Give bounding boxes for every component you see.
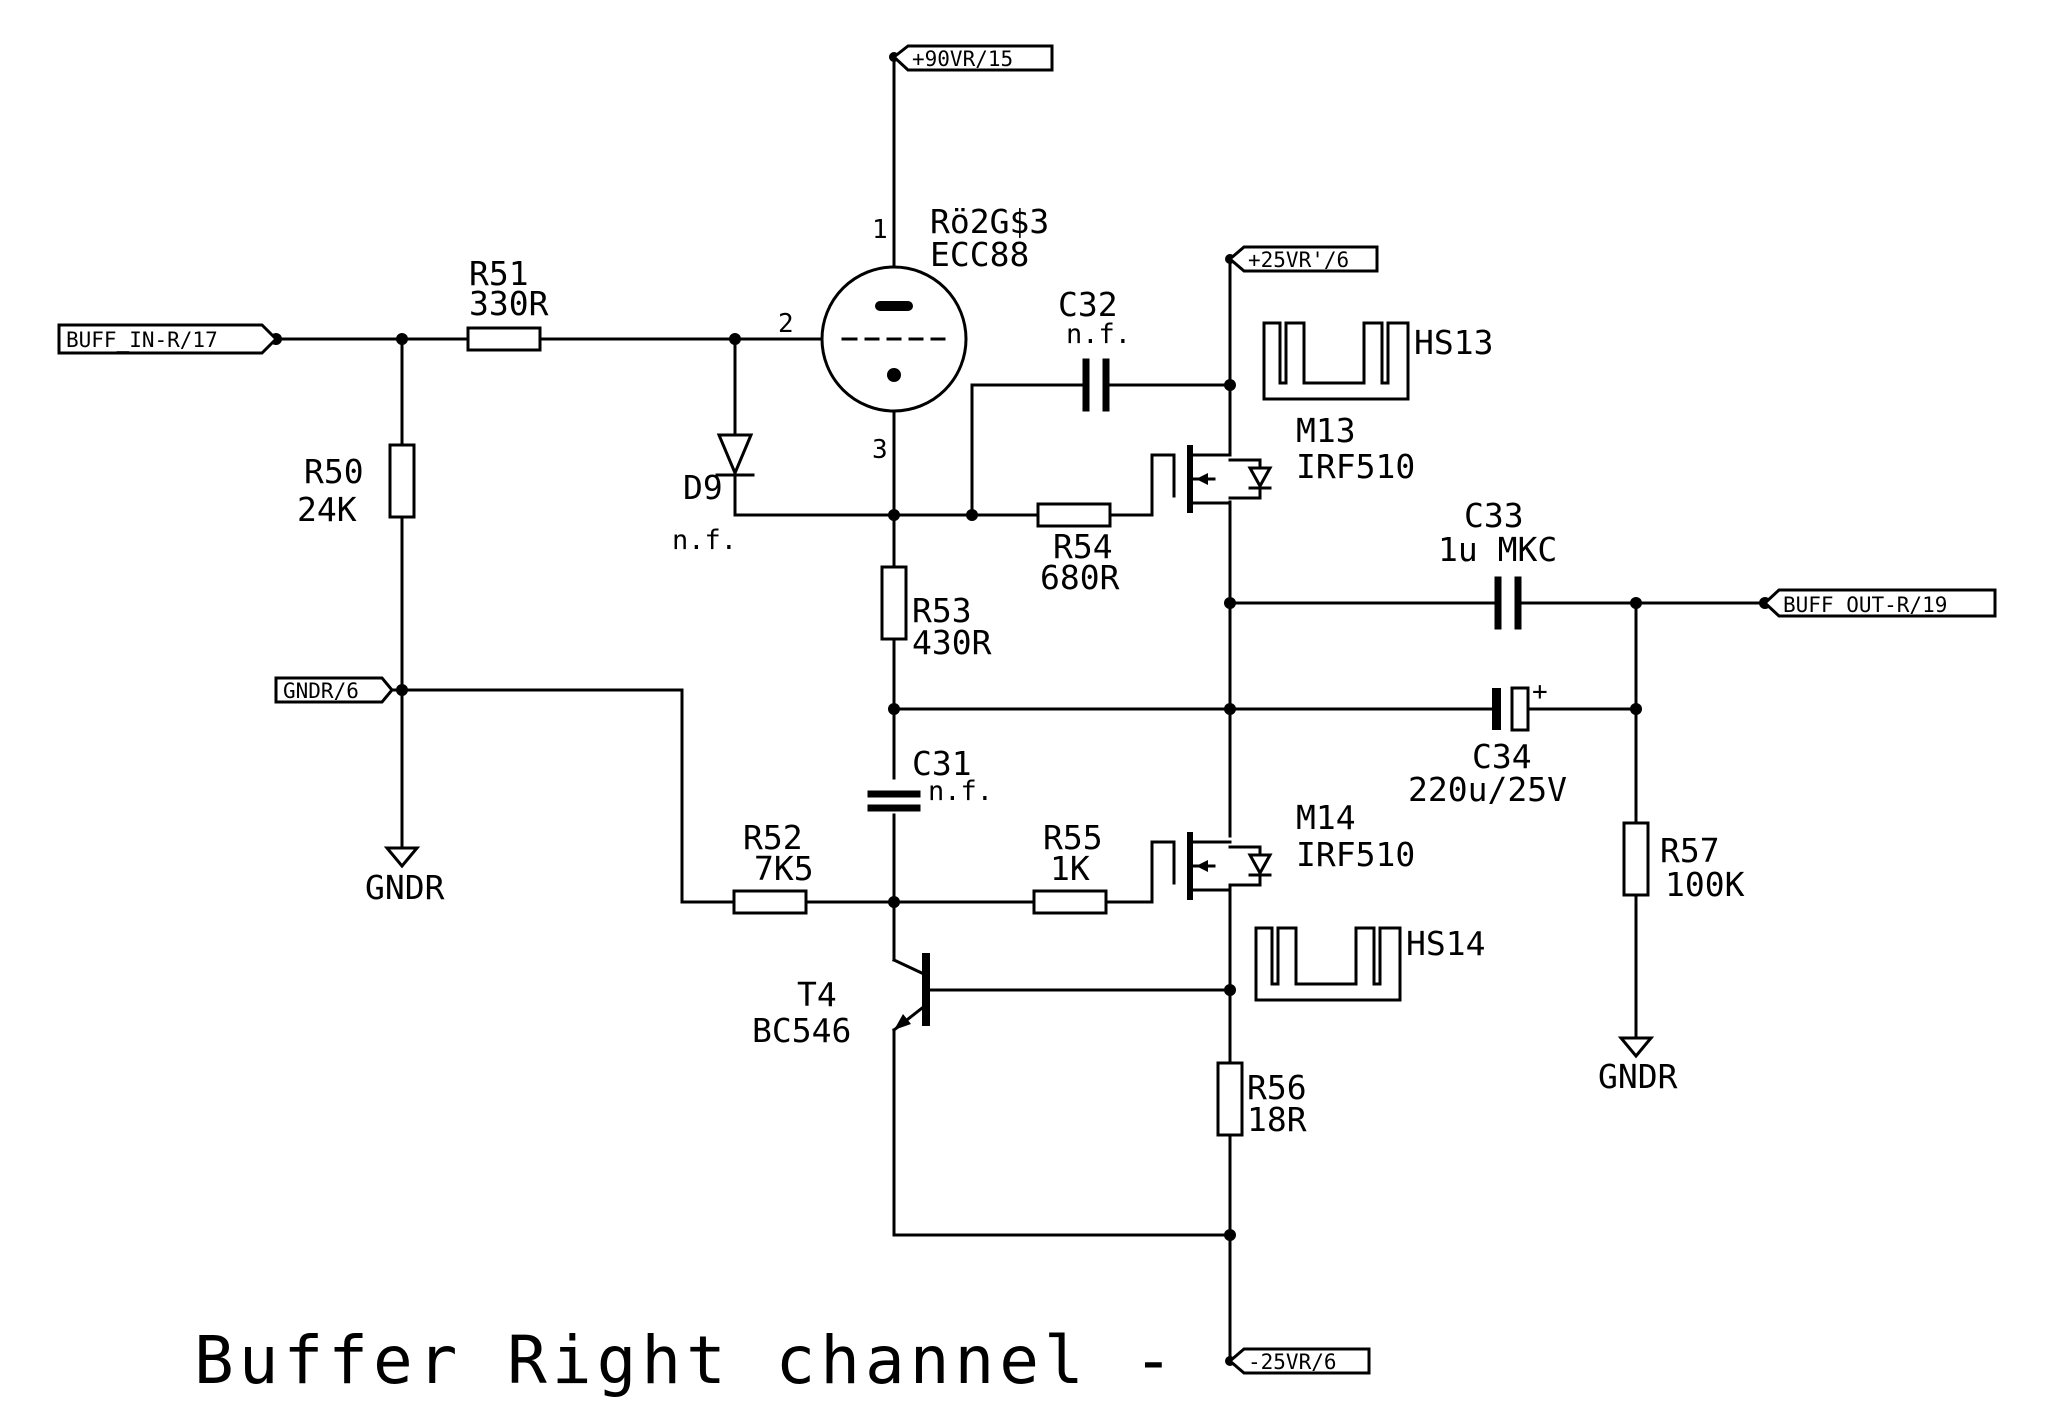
resistor-r57[interactable]: R57 100K bbox=[1622, 821, 1745, 904]
resistor-r52[interactable]: R52 7K5 bbox=[732, 818, 814, 915]
junction-dot bbox=[1224, 597, 1236, 609]
component-ref: M13 bbox=[1296, 411, 1356, 450]
component-ref: HS14 bbox=[1406, 924, 1485, 963]
net-label-buff-out[interactable]: BUFF_OUT-R/19 bbox=[1762, 588, 1997, 618]
resistor-r55[interactable]: R55 1K bbox=[1032, 818, 1108, 915]
component-value: 680R bbox=[1040, 558, 1120, 597]
transistor-t4[interactable]: T4 BC546 bbox=[752, 953, 930, 1050]
component-value: n.f. bbox=[1066, 319, 1131, 350]
junction-dot bbox=[1630, 597, 1642, 609]
component-value: 24K bbox=[297, 490, 357, 529]
component-value: n.f. bbox=[672, 525, 737, 556]
component-ref: R51 bbox=[469, 254, 529, 293]
ground-label: GNDR bbox=[1598, 1057, 1678, 1096]
schematic-title: Buffer Right channel - bbox=[194, 1322, 1178, 1399]
polarity-mark: + bbox=[1532, 677, 1548, 707]
resistor-r56[interactable]: R56 18R bbox=[1216, 1061, 1307, 1139]
junction-dot bbox=[1224, 984, 1236, 996]
component-ref: C33 bbox=[1464, 496, 1524, 535]
capacitor-c32[interactable]: C32 n.f. bbox=[1058, 285, 1131, 412]
ground-symbol: GNDR bbox=[365, 846, 445, 907]
component-ref: R50 bbox=[304, 452, 364, 491]
resistor-r53[interactable]: R53 430R bbox=[880, 565, 992, 662]
resistor-r51[interactable]: R51 330R bbox=[466, 254, 549, 352]
net-label-gndr6[interactable]: GNDR/6 bbox=[274, 676, 394, 704]
net-label-vplus25: +25VR'/6 bbox=[1227, 245, 1379, 273]
component-value: IRF510 bbox=[1296, 835, 1415, 874]
ground-label: GNDR bbox=[365, 868, 445, 907]
net-label-buff-in[interactable]: BUFF_IN-R/17 bbox=[57, 323, 279, 355]
net-label-text: BUFF_OUT-R/19 bbox=[1783, 593, 1947, 617]
component-ref: T4 bbox=[797, 975, 837, 1014]
junction-dot bbox=[1224, 379, 1236, 391]
component-ref: R56 bbox=[1247, 1068, 1307, 1107]
diode-d9[interactable]: D9 n.f. bbox=[672, 433, 755, 556]
component-value: ECC88 bbox=[930, 235, 1029, 274]
pin-number: 3 bbox=[872, 435, 888, 465]
component-ref: R53 bbox=[912, 591, 972, 630]
pin-number: 1 bbox=[872, 215, 888, 245]
resistor-r50[interactable]: R50 24K bbox=[297, 443, 416, 529]
net-label-text: BUFF_IN-R/17 bbox=[66, 328, 218, 352]
junction-dot bbox=[729, 333, 741, 345]
heatsink-hs13: HS13 bbox=[1262, 321, 1493, 401]
component-ref: M14 bbox=[1296, 798, 1356, 837]
net-label-text: +25VR'/6 bbox=[1248, 248, 1349, 272]
mosfet-m13[interactable]: M13 IRF510 bbox=[1172, 411, 1415, 513]
component-value: 330R bbox=[469, 284, 549, 323]
component-value: 18R bbox=[1247, 1100, 1307, 1139]
junction-dot bbox=[1224, 1229, 1236, 1241]
component-value: 430R bbox=[912, 623, 992, 662]
junction-dot bbox=[888, 703, 900, 715]
component-value: 7K5 bbox=[754, 849, 814, 888]
component-value: 220u/25V bbox=[1408, 770, 1567, 809]
mosfet-m14[interactable]: M14 IRF510 bbox=[1172, 798, 1415, 900]
component-ref: D9 bbox=[683, 468, 723, 507]
junction-dot bbox=[396, 333, 408, 345]
component-value: 1K bbox=[1050, 849, 1090, 888]
wires bbox=[274, 55, 1767, 1363]
ground-symbol: GNDR bbox=[1598, 1036, 1678, 1096]
component-ref: HS13 bbox=[1414, 323, 1493, 362]
capacitor-c33[interactable]: C33 1u MKC bbox=[1438, 496, 1557, 630]
component-ref: R55 bbox=[1043, 818, 1103, 857]
junction-dot bbox=[1630, 703, 1642, 715]
net-label-vminus25: -25VR/6 bbox=[1227, 1347, 1371, 1375]
junction-dot bbox=[966, 509, 978, 521]
component-ref: Rö2G$3 bbox=[930, 202, 1049, 241]
resistor-r54[interactable]: R54 680R bbox=[1036, 502, 1120, 597]
net-label-text: -25VR/6 bbox=[1248, 1350, 1337, 1374]
net-label-vplus90: +90VR/15 bbox=[891, 44, 1054, 72]
junction-dot bbox=[888, 896, 900, 908]
capacitor-c34[interactable]: + C34 220u/25V bbox=[1408, 677, 1567, 809]
junctions bbox=[270, 52, 1771, 1366]
junction-dot bbox=[888, 509, 900, 521]
component-ref: R57 bbox=[1660, 831, 1720, 870]
component-value: 1u MKC bbox=[1438, 530, 1557, 569]
component-ref: R52 bbox=[743, 818, 803, 857]
component-value: n.f. bbox=[928, 776, 993, 807]
component-value: IRF510 bbox=[1296, 447, 1415, 486]
junction-dot bbox=[396, 684, 408, 696]
net-label-text: +90VR/15 bbox=[912, 47, 1013, 71]
component-ref: R54 bbox=[1053, 527, 1113, 566]
triode-tube[interactable]: 1 2 3 Rö2G$3 ECC88 bbox=[778, 202, 1049, 465]
junction-dot bbox=[1224, 703, 1236, 715]
component-value: BC546 bbox=[752, 1011, 851, 1050]
heatsink-hs14: HS14 bbox=[1254, 924, 1485, 1002]
component-value: 100K bbox=[1665, 865, 1745, 904]
component-ref: C34 bbox=[1472, 737, 1532, 776]
component-ref: C31 bbox=[912, 744, 972, 783]
pin-number: 2 bbox=[778, 309, 794, 339]
capacitor-c31[interactable]: C31 n.f. bbox=[867, 744, 993, 812]
net-label-text: GNDR/6 bbox=[283, 679, 359, 703]
component-ref: C32 bbox=[1058, 285, 1118, 324]
